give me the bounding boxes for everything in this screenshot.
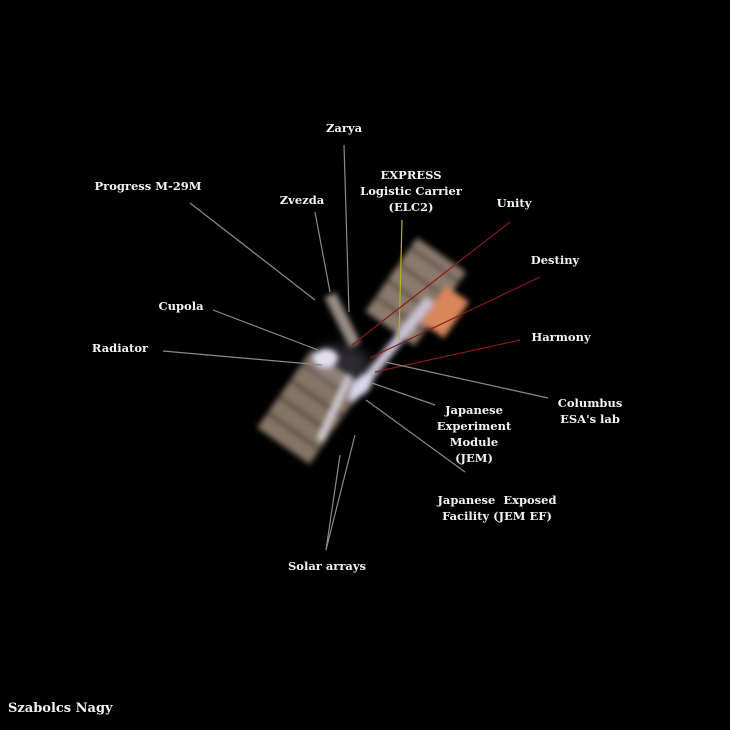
label-harmony: Harmony bbox=[531, 330, 591, 344]
leader-columbus bbox=[384, 361, 549, 399]
label-unity: Unity bbox=[496, 196, 532, 210]
label-destiny: Destiny bbox=[530, 253, 580, 267]
leader-harmony bbox=[374, 339, 521, 373]
leader-jem bbox=[371, 382, 436, 406]
leader-solar-1 bbox=[325, 454, 341, 551]
label-line: Japanese Exposed bbox=[437, 493, 557, 507]
label-radiator: Radiator bbox=[91, 341, 149, 355]
leader-progress bbox=[189, 202, 316, 301]
label-zarya: Zarya bbox=[325, 121, 363, 135]
label-jem-ef: Japanese Exposed Facility (JEM EF) bbox=[437, 492, 556, 524]
label-solar-arrays: Solar arrays bbox=[287, 559, 367, 573]
label-line: (JEM) bbox=[455, 451, 493, 465]
label-line: ESA's lab bbox=[560, 412, 620, 426]
label-line: Logistic Carrier bbox=[360, 184, 462, 198]
leader-cupola bbox=[212, 309, 319, 351]
label-line: EXPRESS bbox=[380, 168, 442, 182]
leader-lines bbox=[162, 144, 549, 551]
leader-solar-2 bbox=[325, 434, 356, 551]
label-cupola: Cupola bbox=[158, 299, 204, 313]
label-columbus: Columbus ESA's lab bbox=[558, 395, 623, 427]
label-line: (ELC2) bbox=[388, 200, 434, 214]
leader-destiny bbox=[369, 276, 541, 359]
label-express: EXPRESS Logistic Carrier (ELC2) bbox=[360, 167, 462, 215]
leader-jem-ef bbox=[365, 399, 466, 473]
label-line: Japanese bbox=[445, 403, 503, 417]
label-line: Module bbox=[449, 435, 499, 449]
label-line: Experiment bbox=[436, 419, 512, 433]
label-line: Facility (JEM EF) bbox=[442, 509, 552, 523]
leader-unity bbox=[351, 221, 511, 346]
leader-zvezda bbox=[314, 211, 331, 293]
label-zvezda: Zvezda bbox=[279, 193, 325, 207]
leader-zarya bbox=[343, 144, 350, 313]
label-line: Columbus bbox=[557, 396, 623, 410]
label-jem: Japanese Experiment Module (JEM) bbox=[437, 402, 512, 466]
leader-express bbox=[398, 219, 403, 341]
label-progress: Progress M-29M bbox=[94, 179, 202, 193]
photo-credit: Szabolcs Nagy bbox=[8, 701, 113, 716]
leader-radiator bbox=[162, 350, 323, 366]
